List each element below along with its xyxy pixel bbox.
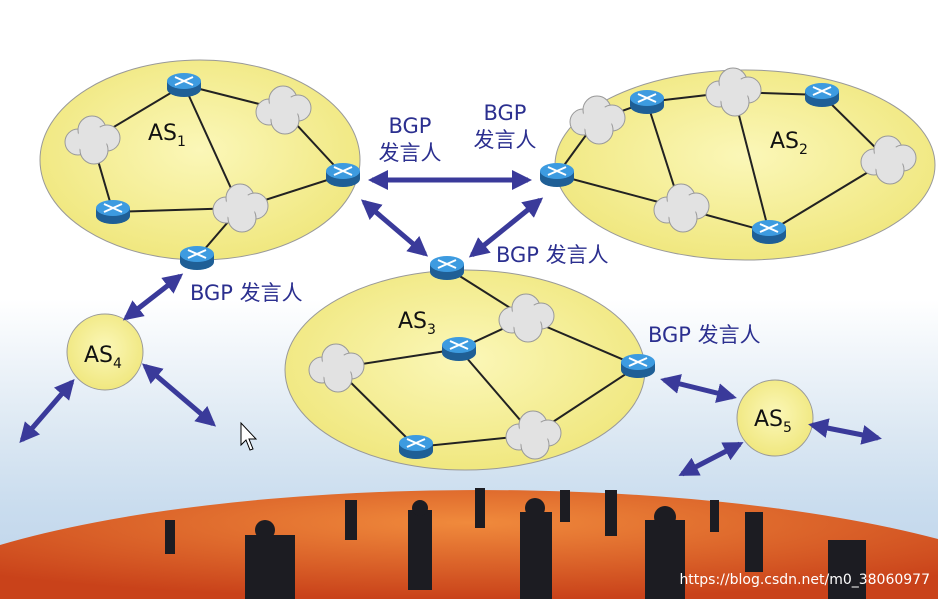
observer-figures [165, 488, 866, 599]
watermark: https://blog.csdn.net/m0_38060977 [679, 572, 930, 588]
as4-region [66, 313, 144, 391]
as2-label: AS2 [770, 129, 808, 158]
as4-label: AS4 [84, 343, 122, 372]
as1-label: AS1 [148, 121, 186, 150]
speaker-label-right-2: 发言人 [474, 128, 537, 152]
speaker-label-right-1: BGP [484, 101, 527, 125]
speaker-label-left-2: 发言人 [379, 141, 442, 165]
speaker-label-as1-bottom: BGP 发言人 [190, 281, 303, 305]
mouse-cursor-icon [240, 421, 258, 451]
as3-label: AS3 [398, 309, 436, 338]
speaker-label-as3-right: BGP 发言人 [648, 323, 761, 347]
speaker-label-as3-top: BGP 发言人 [496, 243, 609, 267]
as5-region [736, 379, 814, 457]
as5-label: AS5 [754, 407, 792, 436]
planet-horizon [0, 490, 938, 599]
speaker-label-left-1: BGP [389, 114, 432, 138]
bgp-session-arrows [19, 170, 882, 477]
